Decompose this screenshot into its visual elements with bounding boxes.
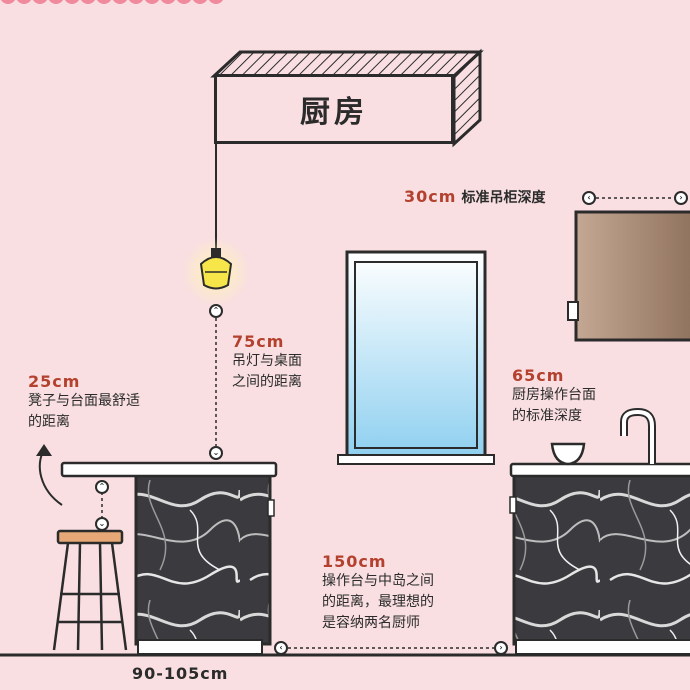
pendant-line1: 吊灯与桌面 [232,353,302,369]
stool-line1: 凳子与台面最舒适 [28,393,140,409]
aisle-line3: 是容纳两名厨师 [322,615,420,631]
scallop-border [1,0,223,4]
aisle-line1: 操作台与中岛之间 [322,573,434,589]
stool-dot-bottom: ⌄ [95,517,109,531]
kitchen-island [60,461,278,655]
wall-cabinet [567,210,690,342]
counter-value: 65cm [512,366,565,385]
pendant-annotation: 75cm 吊灯与桌面 之间的距离 [232,332,302,393]
counter-annotation: 65cm 厨房操作台面 的标准深度 [512,366,596,427]
cabinet-depth-value: 30cm [404,187,457,206]
window [337,250,495,465]
pendant-line2: 之间的距离 [232,374,302,390]
aisle-value: 150cm [322,552,387,571]
cabinet-dot-left: ‹ [582,191,596,205]
island-value: 90-105cm [132,664,229,683]
stool-line2: 的距离 [28,414,70,430]
pendant-value: 75cm [232,332,285,351]
stool-annotation: 25cm 凳子与台面最舒适 的距离 [28,372,140,433]
aisle-dot-left: ‹ [274,641,288,655]
title-box: 厨房 [214,74,454,144]
kitchen-counter [509,462,690,655]
aisle-dot-right: › [494,641,508,655]
cabinet-dot-right: › [674,191,688,205]
counter-line2: 的标准深度 [512,408,582,424]
aisle-annotation: 150cm 操作台与中岛之间 的距离，最理想的 是容纳两名厨师 [322,552,434,634]
pendant-dot-top: ⌃ [209,304,223,318]
counter-line1: 厨房操作台面 [512,387,596,403]
cabinet-depth-annotation: 30cm 标准吊柜深度 [404,187,546,209]
pendant-dot-bottom: ⌄ [209,446,223,460]
faucet-icon [620,407,656,464]
pendant-lamp-icon [199,248,233,290]
aisle-line2: 的距离，最理想的 [322,594,434,610]
stool-dot-top: ⌃ [95,480,109,494]
title-box-frame [210,48,484,148]
bar-stool-icon [52,529,128,651]
stool-value: 25cm [28,372,81,391]
page-title: 厨房 [300,95,368,130]
bowl-icon [550,442,586,466]
cabinet-depth-label: 标准吊柜深度 [461,190,546,206]
